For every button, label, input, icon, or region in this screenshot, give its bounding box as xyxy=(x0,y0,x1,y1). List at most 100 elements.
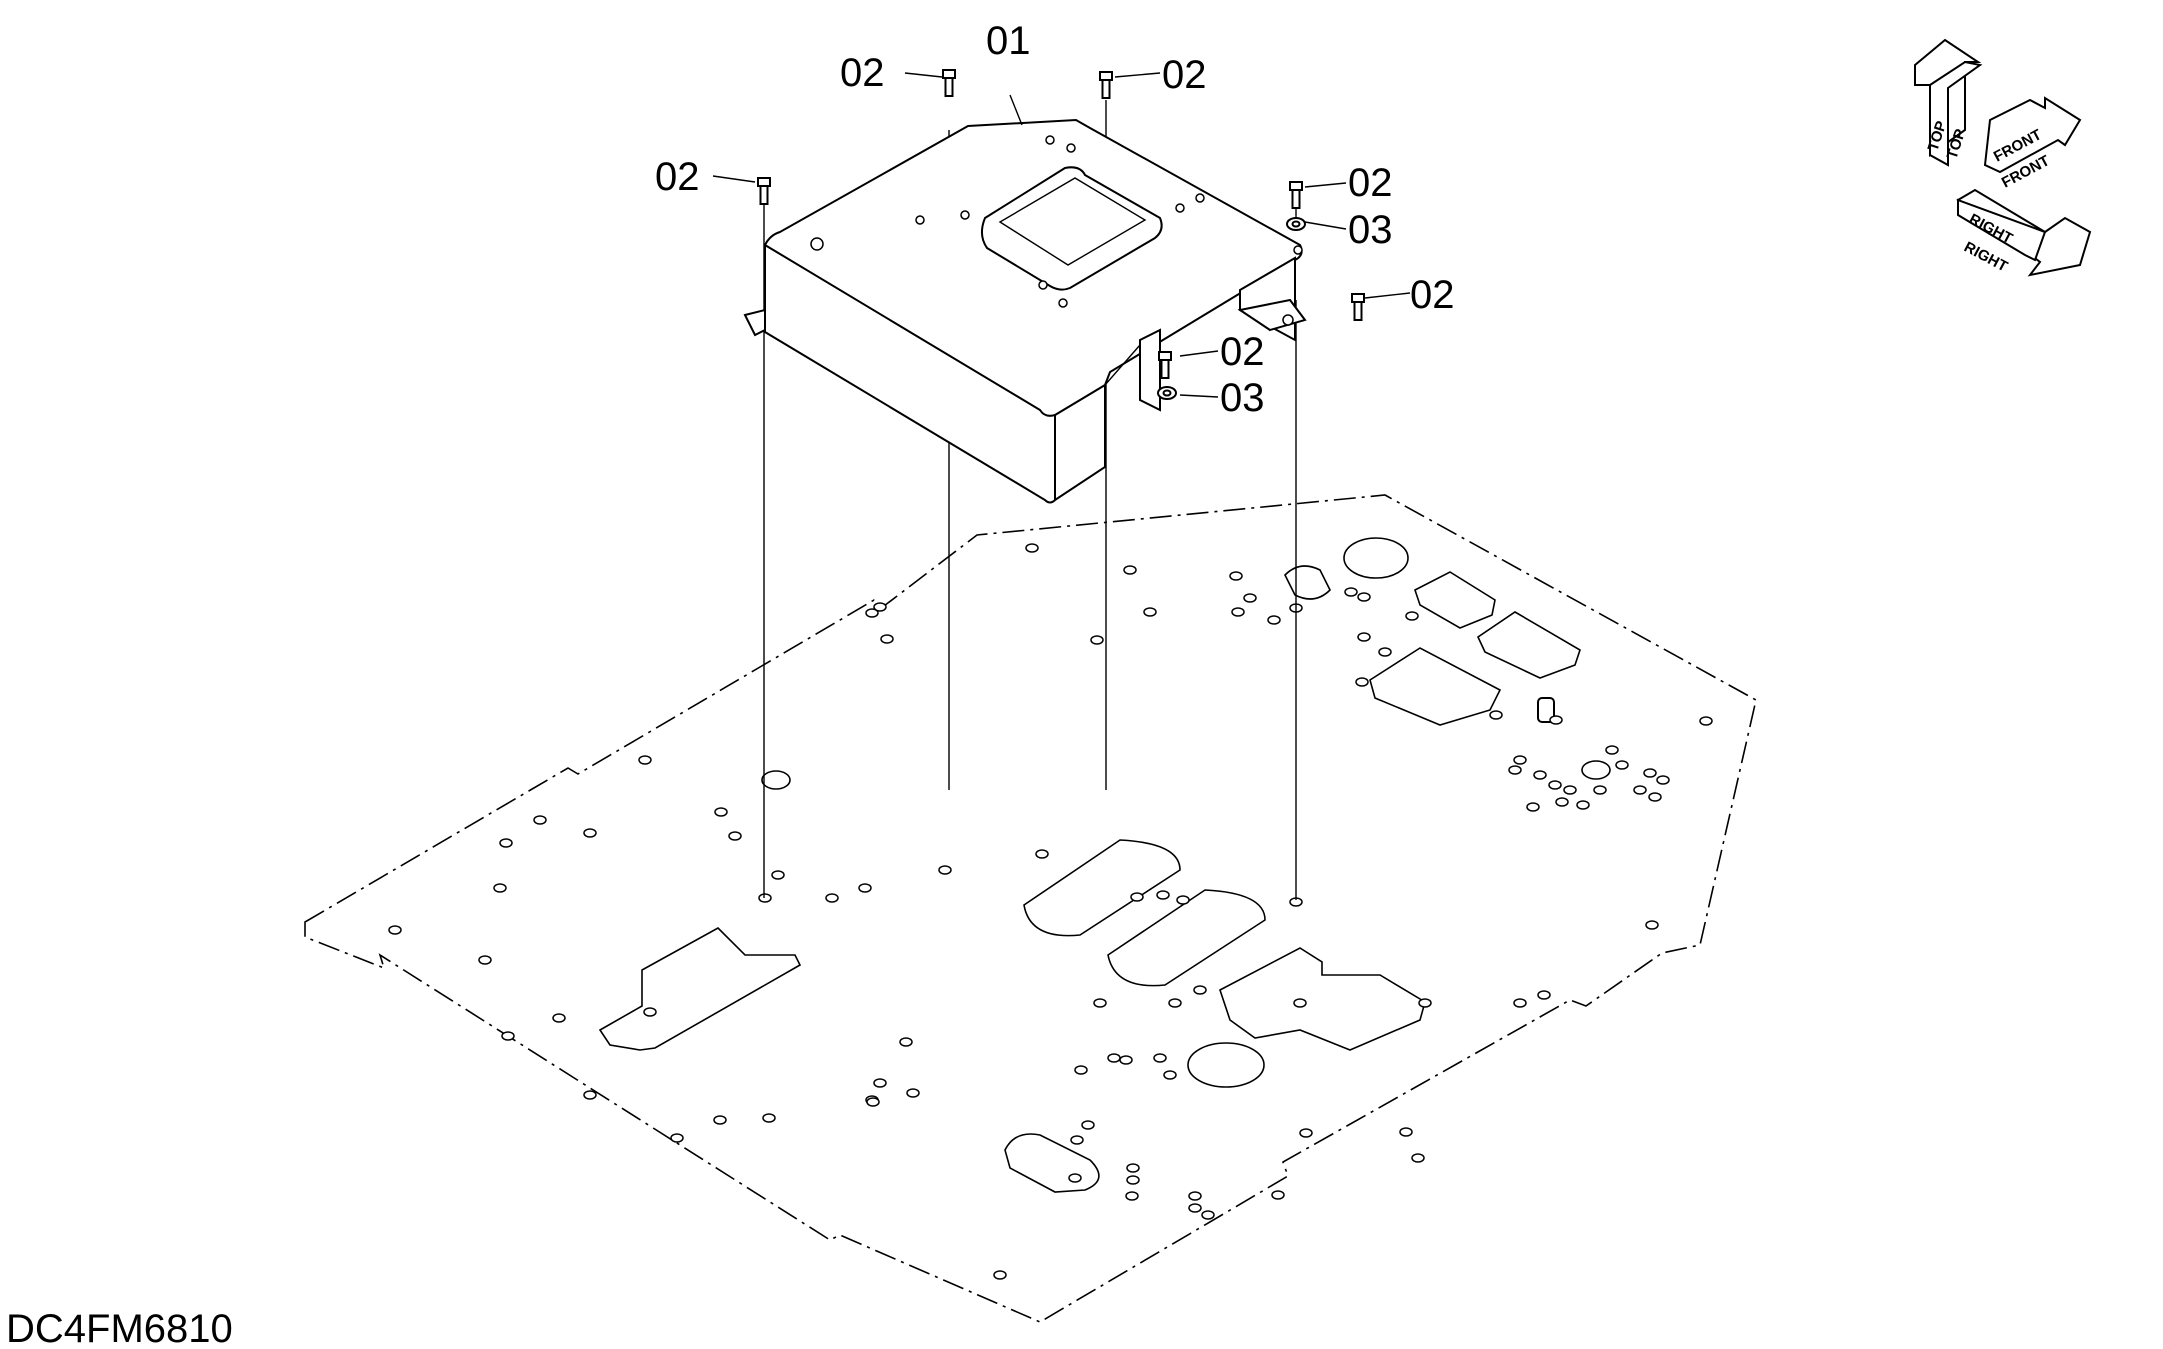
mounting-hole xyxy=(643,1007,657,1017)
mounting-hole xyxy=(1656,775,1670,785)
floor-cutout xyxy=(1023,839,1181,937)
mounting-hole xyxy=(713,1115,727,1125)
mounting-hole xyxy=(1344,587,1358,597)
callout-label: 02 xyxy=(1410,273,1455,317)
mounting-hole xyxy=(1549,715,1563,725)
mounting-hole xyxy=(1163,1070,1177,1080)
mounting-hole xyxy=(533,815,547,825)
floor-cutout xyxy=(598,927,802,1051)
mounting-hole xyxy=(493,883,507,893)
callout-label: 03 xyxy=(1348,208,1393,252)
mounting-hole xyxy=(906,1088,920,1098)
mounting-hole xyxy=(1508,765,1522,775)
mounting-hole xyxy=(771,870,785,880)
mounting-hole xyxy=(1271,1190,1285,1200)
mounting-hole xyxy=(670,1133,684,1143)
mounting-hole xyxy=(1125,1191,1139,1201)
mounting-hole xyxy=(1526,802,1540,812)
mounting-hole xyxy=(1130,892,1144,902)
orientation-axes-icon: TOP TOP FRONT FRONT RIGHT RIGHT xyxy=(1914,38,2092,277)
mounting-hole xyxy=(873,602,887,612)
mounting-hole xyxy=(1513,755,1527,765)
mounting-hole xyxy=(1229,571,1243,581)
mounting-hole xyxy=(1119,1055,1133,1065)
mounting-hole xyxy=(1411,1153,1425,1163)
mounting-hole xyxy=(1123,565,1137,575)
mounting-hole xyxy=(1645,920,1659,930)
callout-labels: 01 02 02 02 02 03 02 02 03 xyxy=(655,19,1455,420)
mounting-hole xyxy=(1074,1065,1088,1075)
mounting-hole xyxy=(1176,895,1190,905)
floor-cutout-oval xyxy=(761,770,791,790)
washer-icon xyxy=(1157,386,1177,400)
mounting-hole xyxy=(499,838,513,848)
callout-label: 03 xyxy=(1220,376,1265,420)
mounting-hole xyxy=(728,831,742,841)
mounting-hole xyxy=(478,955,492,965)
bolt-icon xyxy=(1099,71,1113,99)
mounting-hole xyxy=(1405,611,1419,621)
mounting-hole xyxy=(865,608,879,618)
mounting-hole xyxy=(1070,1135,1084,1145)
cover-part-01 xyxy=(743,118,1307,504)
callout-label: 02 xyxy=(1220,330,1265,374)
mounting-hole xyxy=(1068,1173,1082,1183)
callout-label: 01 xyxy=(986,19,1031,63)
mounting-hole xyxy=(1126,1163,1140,1173)
floor-cutout xyxy=(1414,571,1496,629)
mounting-hole xyxy=(1025,543,1039,553)
mounting-hole xyxy=(1188,1203,1202,1213)
mounting-hole xyxy=(938,865,952,875)
mounting-hole xyxy=(1399,1127,1413,1137)
mounting-hole xyxy=(1378,647,1392,657)
mounting-hole xyxy=(1231,607,1245,617)
mounting-hole xyxy=(1533,770,1547,780)
mounting-hole xyxy=(1201,1210,1215,1220)
floor-cutout-oval xyxy=(1187,1042,1265,1088)
floor-cutout xyxy=(1476,611,1581,679)
callout-label: 02 xyxy=(655,155,700,199)
mounting-hole xyxy=(866,1097,880,1107)
mounting-hole xyxy=(825,893,839,903)
mounting-hole xyxy=(1555,797,1569,807)
floor-slot xyxy=(1004,1133,1100,1193)
bolt-icon xyxy=(757,177,771,205)
mounting-hole xyxy=(714,807,728,817)
bolt-icon xyxy=(1351,293,1365,321)
mounting-hole xyxy=(1093,998,1107,1008)
mounting-hole xyxy=(1243,593,1257,603)
mounting-hole xyxy=(880,634,894,644)
mounting-hole xyxy=(1648,792,1662,802)
mounting-hole xyxy=(899,1037,913,1047)
mounting-hole xyxy=(1418,998,1432,1008)
mounting-hole xyxy=(858,883,872,893)
mounting-hole xyxy=(1188,1191,1202,1201)
mounting-hole xyxy=(1143,607,1157,617)
mounting-hole xyxy=(1643,768,1657,778)
mounting-hole xyxy=(1615,760,1629,770)
callout-label: 02 xyxy=(1162,53,1207,97)
mounting-hole xyxy=(1513,998,1527,1008)
mounting-hole xyxy=(1593,785,1607,795)
floor-cutout xyxy=(1219,947,1426,1051)
leader-lines xyxy=(712,72,1411,398)
washer-icon xyxy=(1286,217,1306,231)
mounting-hole xyxy=(758,893,772,903)
drawing-code: DC4FM6810 xyxy=(6,1307,233,1349)
mounting-hole xyxy=(1035,849,1049,859)
mounting-hole xyxy=(1576,800,1590,810)
mounting-hole xyxy=(638,755,652,765)
floor-cutout xyxy=(1369,647,1502,726)
mounting-hole xyxy=(501,1031,515,1041)
mounting-hole xyxy=(1355,677,1369,687)
mounting-hole xyxy=(1193,985,1207,995)
mounting-hole xyxy=(1267,615,1281,625)
callout-label: 02 xyxy=(840,51,885,95)
mounting-hole xyxy=(1293,998,1307,1008)
mounting-hole xyxy=(1605,745,1619,755)
floor-plate-outline xyxy=(304,494,1757,1323)
mounting-hole xyxy=(1126,1175,1140,1185)
floor-cutout-oval xyxy=(1581,760,1611,780)
mounting-hole xyxy=(1537,990,1551,1000)
